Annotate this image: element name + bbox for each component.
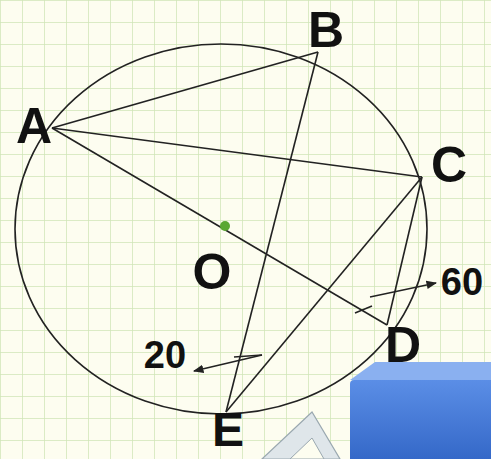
triangle-ruler: [262, 412, 340, 459]
angle-value: 60: [441, 263, 483, 301]
point-label: E: [212, 406, 244, 454]
center-dot: [220, 221, 230, 231]
leader-line: [194, 355, 262, 371]
ruler-hole: [290, 438, 324, 459]
angle-tick: [355, 306, 372, 313]
angle-value: 20: [144, 336, 186, 374]
leader-line: [370, 283, 436, 297]
point-label: C: [431, 140, 467, 190]
point-label: D: [385, 320, 421, 370]
blue-block: [350, 380, 491, 459]
circle: [15, 44, 427, 414]
point-label: O: [193, 247, 232, 297]
angle-tick: [234, 355, 262, 357]
point-label: A: [16, 101, 52, 151]
chords: [52, 52, 422, 412]
point-label: B: [308, 5, 344, 55]
